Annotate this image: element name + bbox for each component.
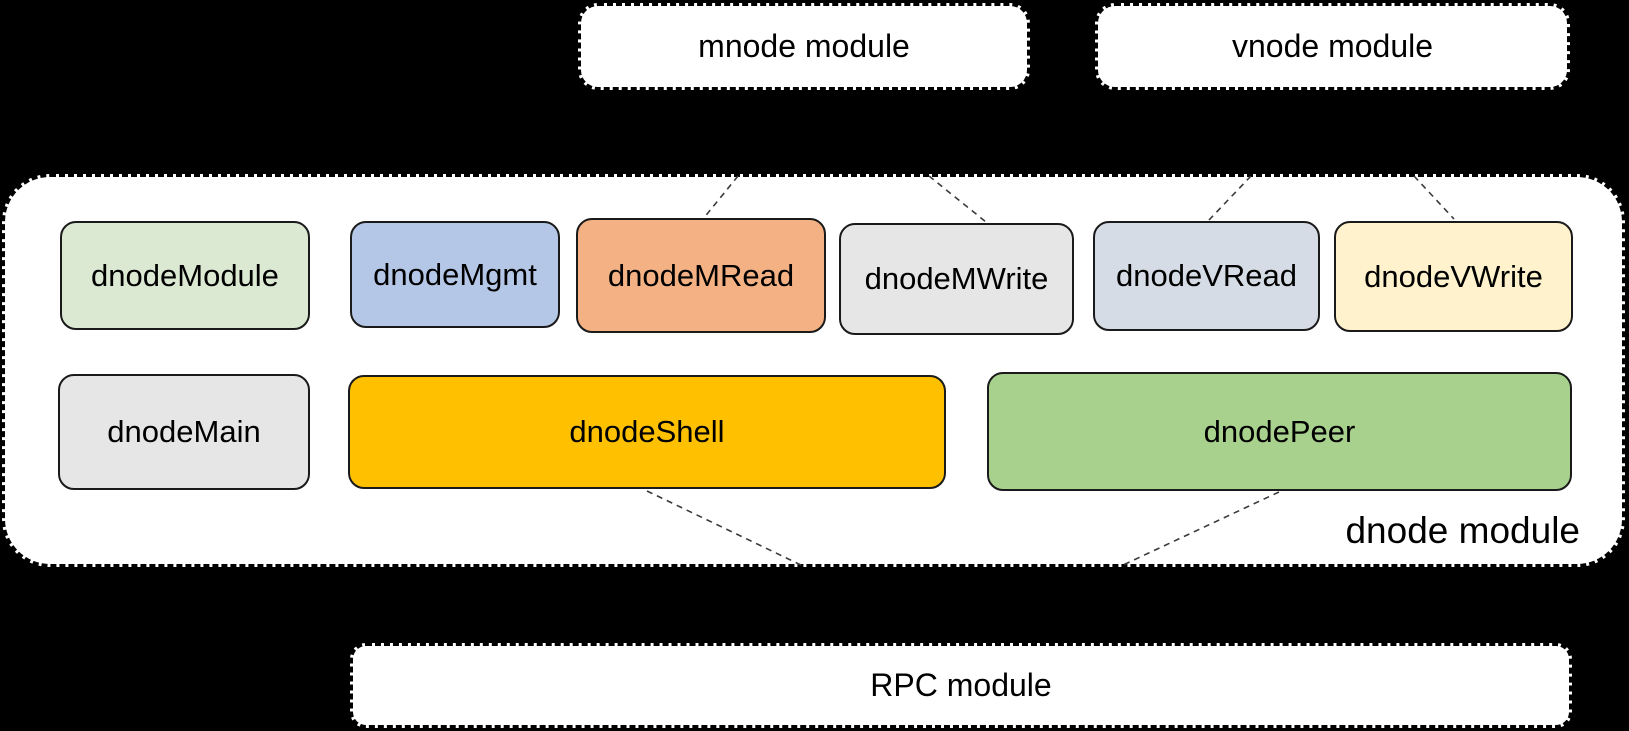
rpc-module-box: RPC module (350, 643, 1572, 728)
dnodemwrite-box: dnodeMWrite (839, 223, 1074, 335)
dnodemodule-box: dnodeModule (60, 221, 310, 330)
dnode-module-label: dnode module (1345, 510, 1580, 551)
dnodemain-box: dnodeMain (58, 374, 310, 490)
dnodemread-label: dnodeMRead (607, 257, 795, 293)
dnodemread-box: dnodeMRead (576, 218, 826, 333)
dnodemain-label: dnodeMain (107, 414, 261, 449)
dnodemgmt-box: dnodeMgmt (350, 221, 560, 328)
dnodevread-box: dnodeVRead (1093, 221, 1320, 331)
rpc-module-label: RPC module (870, 667, 1052, 703)
dnodepeer-label: dnodePeer (1203, 413, 1356, 449)
dnodevread-label: dnodeVRead (1116, 258, 1297, 293)
dnodemodule-label: dnodeModule (91, 257, 279, 293)
dnodeshell-box: dnodeShell (348, 375, 946, 489)
dnodevwrite-box: dnodeVWrite (1334, 221, 1573, 332)
dnodevwrite-label: dnodeVWrite (1364, 258, 1543, 294)
mnode-module-box: mnode module (578, 3, 1030, 90)
dnodemwrite-label: dnodeMWrite (864, 261, 1049, 296)
dnodemgmt-label: dnodeMgmt (373, 256, 537, 292)
vnode-module-box: vnode module (1095, 3, 1570, 90)
mnode-module-label: mnode module (698, 28, 910, 64)
vnode-module-label: vnode module (1231, 28, 1434, 64)
dnodeshell-label: dnodeShell (569, 414, 725, 449)
dnodepeer-box: dnodePeer (987, 372, 1572, 491)
